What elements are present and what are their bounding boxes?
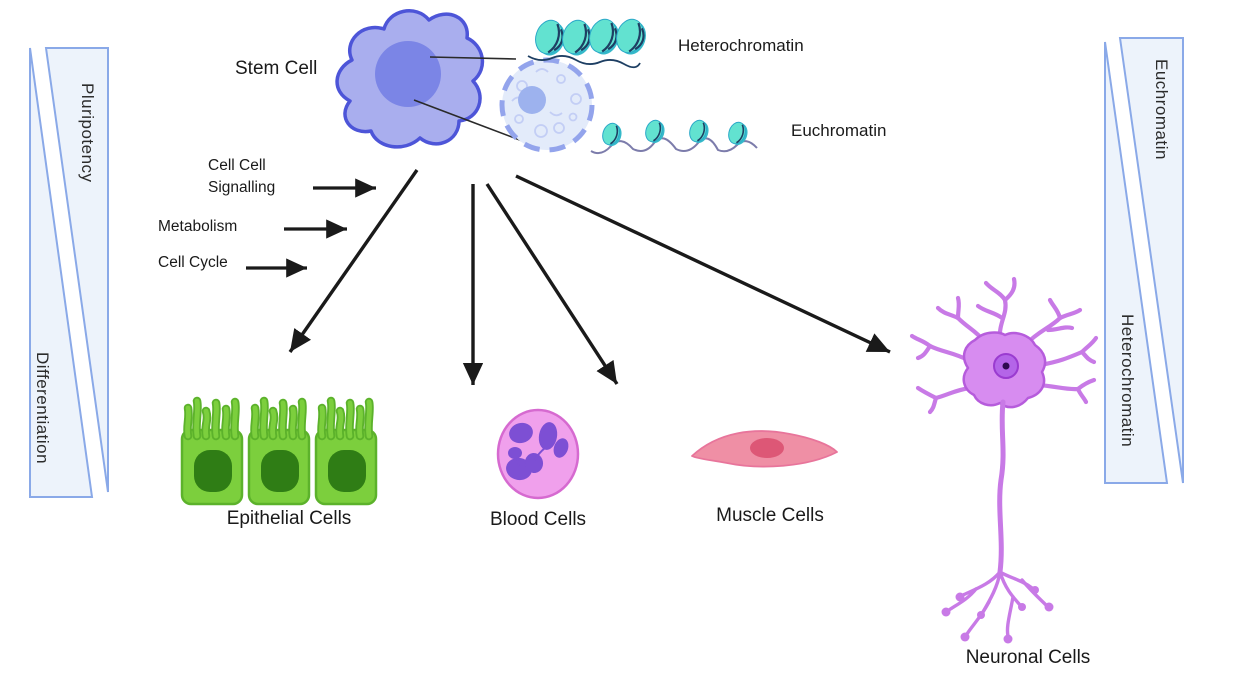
stem-cell-illustration — [335, 9, 485, 149]
euchromatin-nucleosomes — [590, 119, 758, 155]
factor-line-1: Cell Cell — [208, 157, 266, 174]
heterochromatin-label: Heterochromatin — [678, 36, 804, 55]
differentiation-arrows — [288, 169, 891, 385]
neuron-illustration — [909, 276, 1099, 644]
stem-cell-label: Stem Cell — [235, 58, 318, 79]
euchromatin-label: Euchromatin — [791, 121, 887, 140]
factor-cell-cycle-label: Cell Cycle — [158, 254, 228, 271]
neuronal-cells-label: Neuronal Cells — [965, 647, 1091, 668]
factor-arrows — [246, 178, 376, 278]
blood-cell-illustration — [496, 408, 580, 500]
pluripotency-axis-label: Pluripotency — [78, 83, 97, 183]
magnification-lines — [413, 56, 526, 143]
muscle-cells-label: Muscle Cells — [716, 505, 824, 526]
factor-metabolism-label: Metabolism — [158, 218, 238, 235]
pluripotency-differentiation-wedges — [29, 47, 109, 498]
euchromatin-heterochromatin-wedges — [1104, 37, 1184, 484]
factor-cell-signalling-label: Cell Cell Signalling — [208, 155, 275, 199]
blood-cells-label: Blood Cells — [489, 509, 587, 530]
epithelial-cells-label: Epithelial Cells — [226, 508, 352, 529]
heterochromatin-nucleosomes — [527, 18, 646, 69]
heterochromatin-axis-label: Heterochromatin — [1118, 314, 1137, 448]
nucleus-zoom-circle — [499, 57, 595, 153]
euchromatin-axis-label: Euchromatin — [1152, 58, 1171, 160]
factor-line-2: Signalling — [208, 179, 276, 196]
epithelial-cells-illustration — [180, 396, 378, 506]
muscle-cell-illustration — [691, 430, 838, 468]
differentiation-axis-label: Differentiation — [33, 351, 52, 465]
